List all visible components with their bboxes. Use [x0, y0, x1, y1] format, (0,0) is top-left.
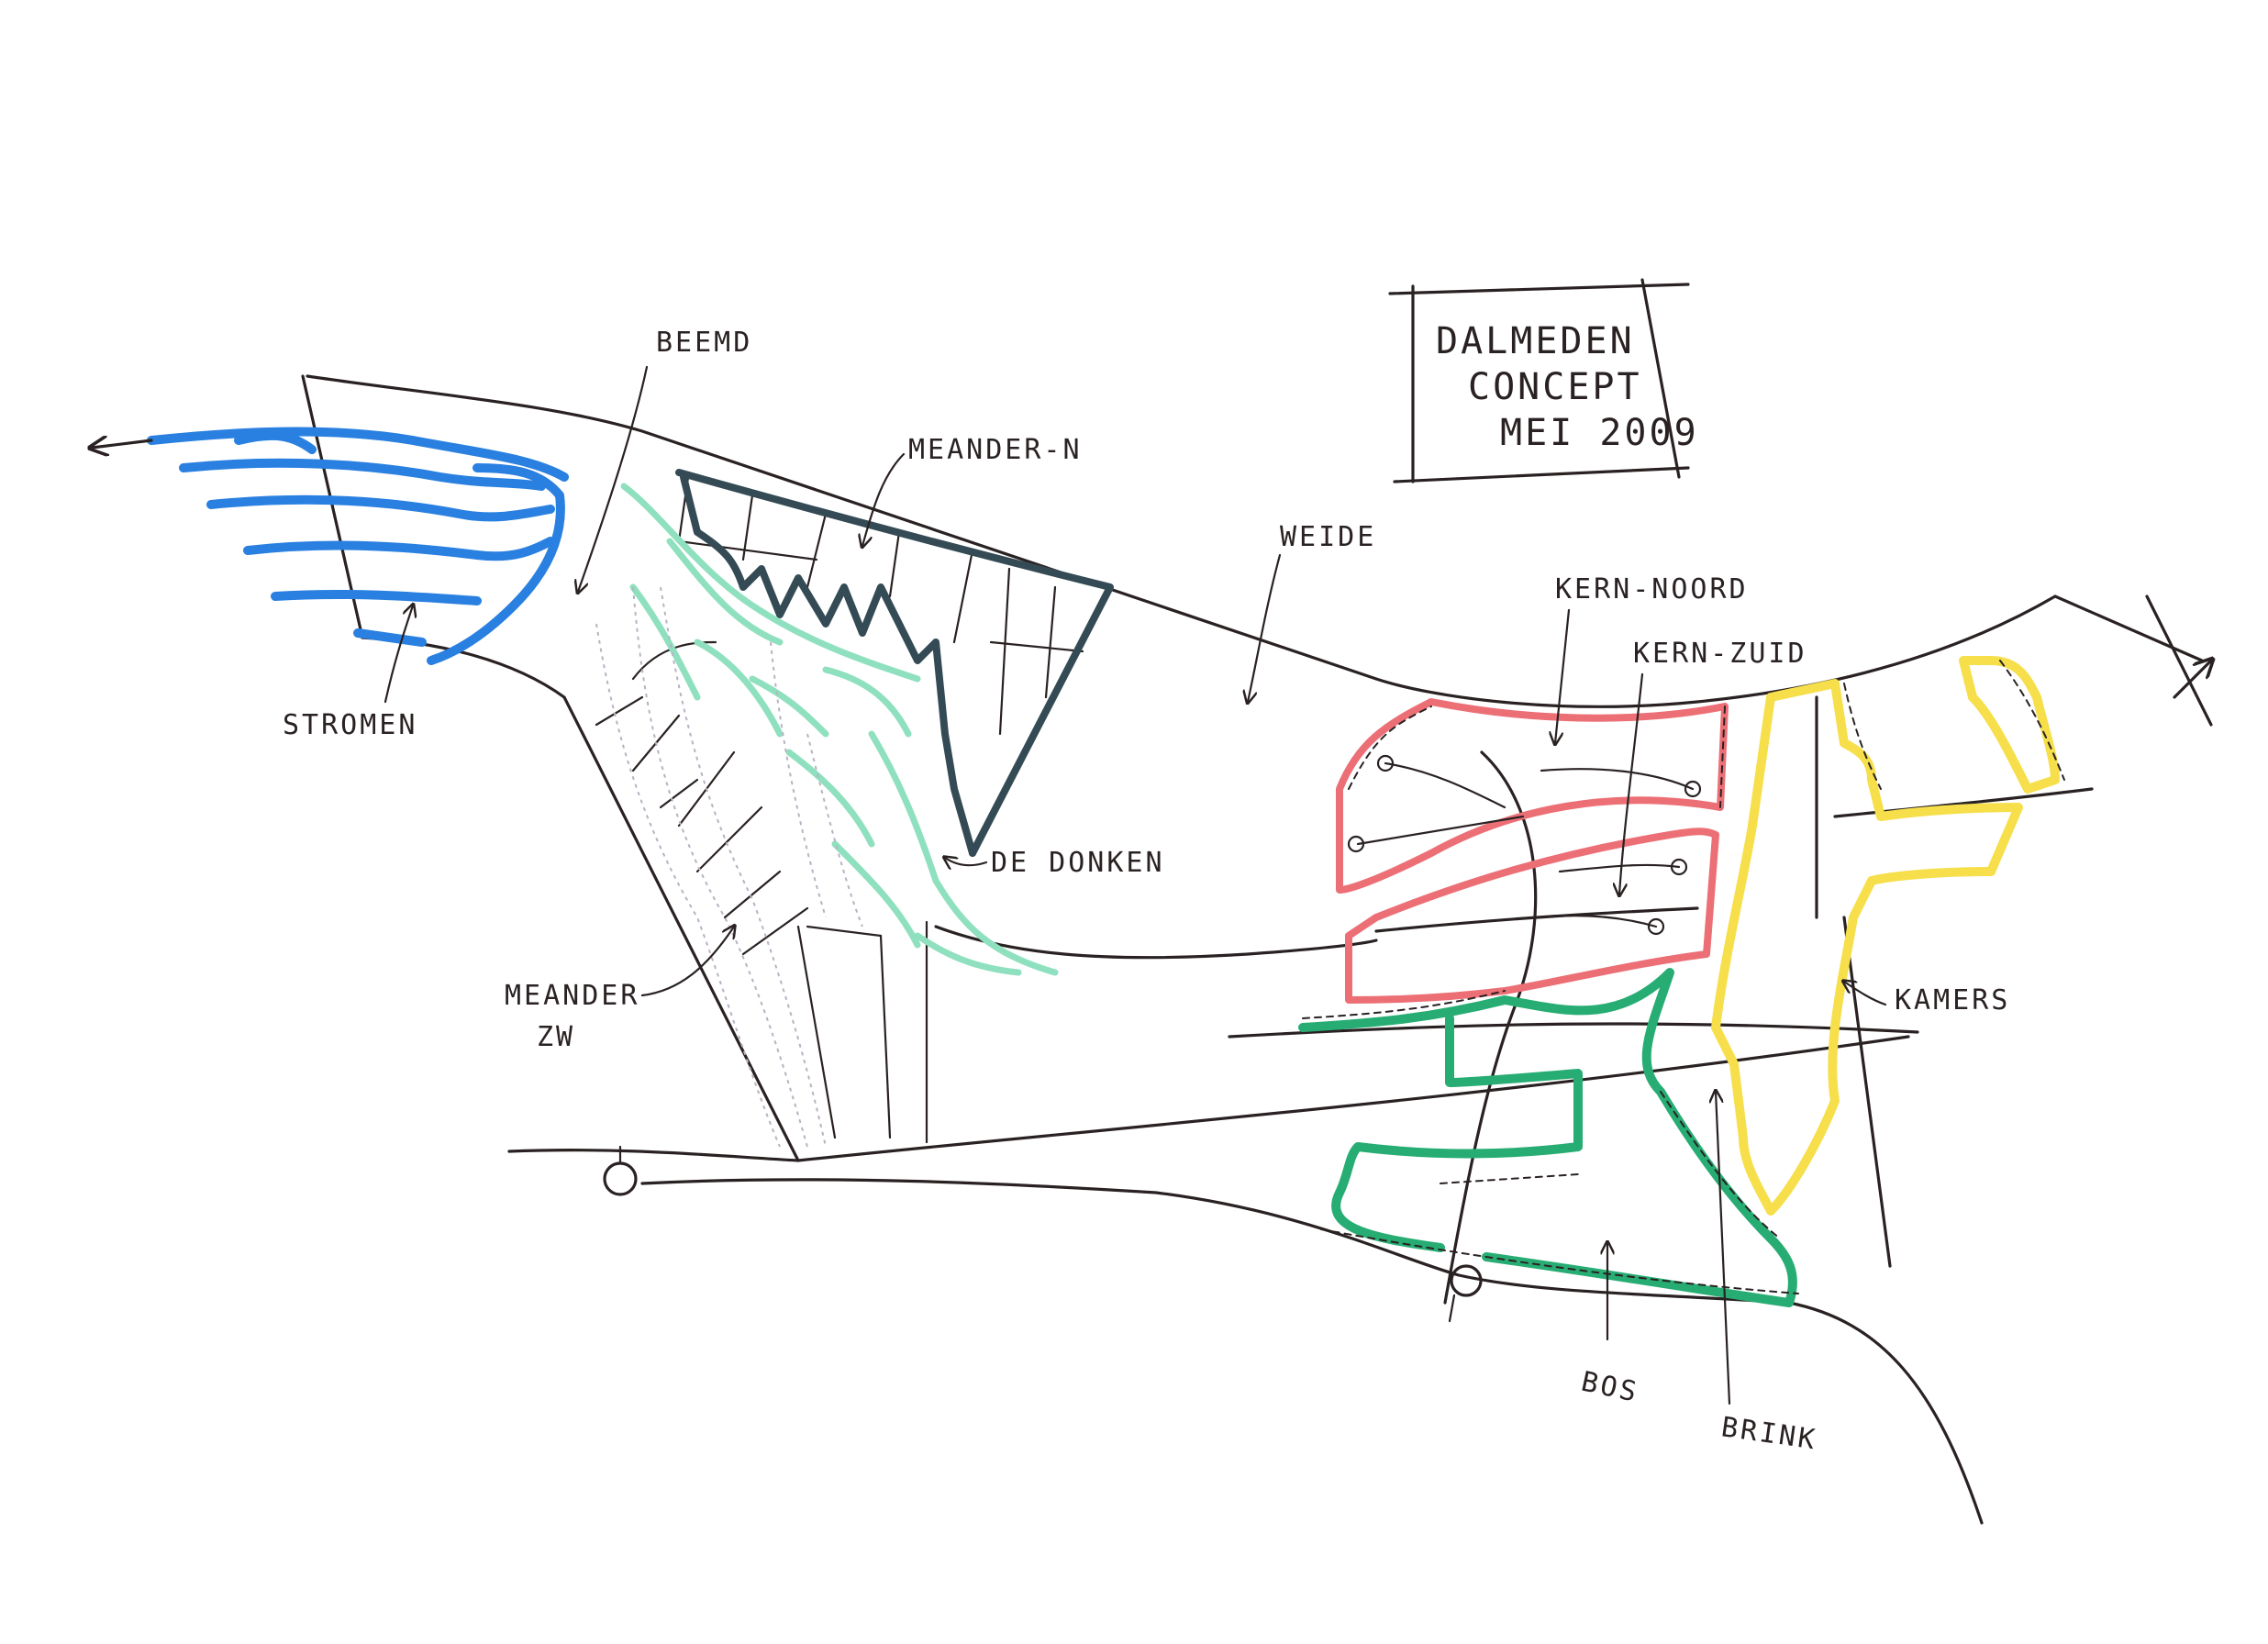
label-weide: WEIDE [1248, 521, 1376, 702]
label-brink: BRINK [1716, 1092, 1819, 1457]
label-meander-zw: MEANDER ZW [505, 927, 734, 1053]
title-line-3: MEI 2009 [1500, 412, 1699, 454]
label-kern-noord: KERN-NOORD [1555, 573, 1749, 743]
zone-kamers [1711, 656, 2060, 1216]
title-line-2: CONCEPT [1468, 366, 1642, 408]
kern-nodes [1347, 754, 1702, 936]
label-de-donken: DE DONKEN [945, 847, 1165, 879]
label-meander-n-text: MEANDER-N [908, 434, 1083, 466]
label-stromen-text: STROMEN [283, 709, 417, 741]
site-outline [301, 374, 2213, 1525]
label-meander-n: MEANDER-N [862, 434, 1083, 546]
zone-meander-zw [595, 586, 863, 1148]
label-beemd-text: BEEMD [656, 327, 752, 359]
label-brink-text: BRINK [1719, 1411, 1819, 1456]
label-kern-zuid: KERN-ZUID [1619, 638, 1807, 894]
zone-de-donken [620, 483, 1059, 976]
label-meander-zw-text-2: ZW [537, 1021, 575, 1053]
label-de-donken-text: DE DONKEN [991, 847, 1165, 879]
exit-arrows [92, 440, 2211, 699]
label-bos-text: BOS [1578, 1366, 1641, 1409]
title-line-1: DALMEDEN [1436, 320, 1635, 362]
label-meander-zw-text-1: MEANDER [505, 980, 639, 1012]
label-kern-noord-text: KERN-NOORD [1555, 573, 1749, 605]
label-kamers: KAMERS [1844, 982, 2010, 1016]
label-weide-text: WEIDE [1280, 521, 1376, 553]
roundabouts [603, 1145, 1483, 1323]
label-beemd: BEEMD [578, 327, 752, 592]
zone-stromen [147, 427, 569, 665]
dashed-accents [1302, 660, 2065, 1294]
label-stromen: STROMEN [283, 605, 417, 741]
title-block: DALMEDEN CONCEPT MEI 2009 [1388, 278, 1699, 483]
label-kern-zuid-text: KERN-ZUID [1633, 638, 1807, 670]
label-kamers-text: KAMERS [1895, 984, 2010, 1016]
zone-meander-n [675, 469, 1114, 857]
